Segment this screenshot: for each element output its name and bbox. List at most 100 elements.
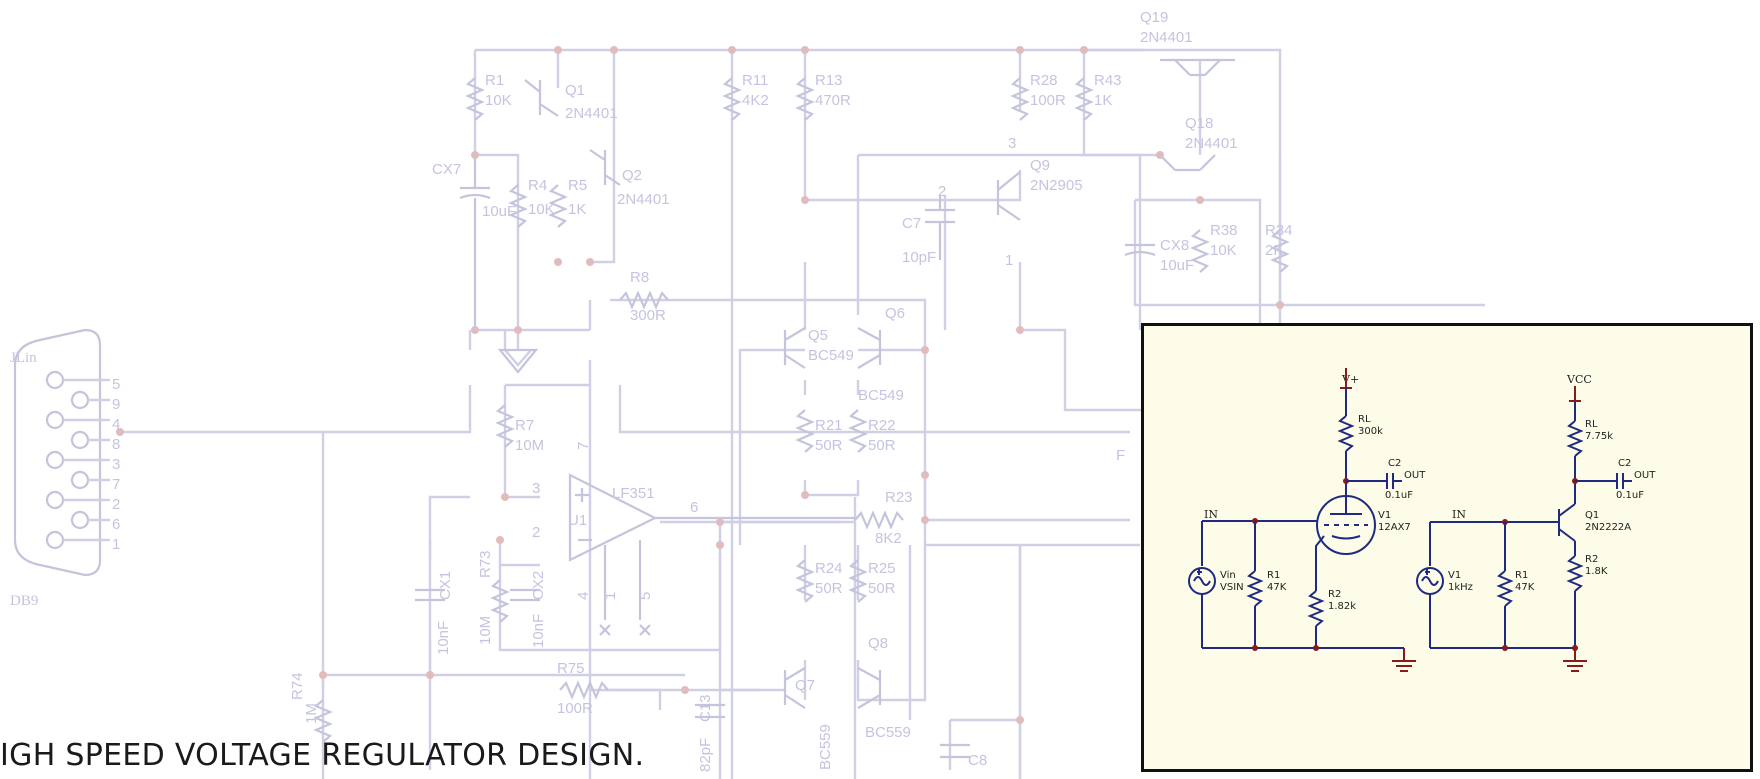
- value-label: 10K: [528, 201, 555, 218]
- pin-label: 3: [112, 456, 120, 473]
- ref-label: Q19: [1140, 9, 1168, 26]
- ref-label: Q8: [868, 635, 888, 652]
- schematic-junctions: [116, 46, 1284, 724]
- ref-label: R22: [868, 417, 896, 434]
- ref-label: C7: [902, 215, 921, 232]
- input-label: IN: [1452, 508, 1466, 521]
- schematic-transistors: [524, 58, 1235, 709]
- value-label: 1M: [303, 703, 320, 724]
- pin-number: 3: [1008, 135, 1016, 152]
- value-label: 0.1uF: [1616, 490, 1644, 501]
- ref-label: R11: [742, 72, 768, 89]
- value-label: 10nF: [435, 621, 452, 655]
- value-label: 10M: [477, 616, 494, 645]
- ref-label: R2: [1328, 589, 1341, 600]
- value-label: 10uF: [482, 203, 516, 220]
- connector-name: JLin: [10, 350, 37, 366]
- value-label: BC549: [808, 347, 854, 364]
- ref-label: R24: [815, 560, 843, 577]
- supply-label: V+: [1341, 373, 1359, 386]
- ref-label: R74: [289, 672, 306, 700]
- ref-label: Q5: [808, 327, 828, 344]
- value-label: 1.8K: [1585, 566, 1608, 577]
- value-label: 470R: [815, 92, 851, 109]
- value-label: 100R: [1030, 92, 1066, 109]
- ref-label: R21: [815, 417, 843, 434]
- ref-label: C2: [1618, 458, 1631, 469]
- value-label: 2N4401: [1140, 29, 1193, 46]
- value-label: 47K: [1515, 582, 1535, 593]
- value-label: 82pF: [697, 738, 714, 772]
- ref-label: Q9: [1030, 157, 1050, 174]
- value-label: 1.82k: [1328, 601, 1356, 612]
- pin-number: 2: [938, 183, 946, 200]
- ref-label: R13: [815, 72, 843, 89]
- pin-number: 3: [532, 480, 540, 497]
- ref-label: CX2: [530, 571, 547, 600]
- pin-number: 2: [532, 524, 540, 541]
- ref-label: R7: [515, 417, 534, 434]
- pin-label: 1: [112, 536, 120, 553]
- value-label: 2N4401: [565, 105, 618, 122]
- value-label: 10K: [1210, 242, 1237, 259]
- ref-label: Q1: [565, 82, 585, 99]
- pin-label: 2: [112, 496, 120, 513]
- value-label: 2N4401: [617, 191, 670, 208]
- ref-label: R5: [568, 177, 587, 194]
- ref-label: C13: [697, 694, 714, 722]
- value-label: 2N2905: [1030, 177, 1083, 194]
- value-label: 1K: [568, 201, 586, 218]
- ref-label: R38: [1210, 222, 1238, 239]
- pin-label: 4: [112, 416, 120, 433]
- ref-label: R43: [1094, 72, 1122, 89]
- value-label: 8K2: [875, 530, 902, 547]
- pin-label: 8: [112, 436, 120, 453]
- pin-number: 1: [1005, 252, 1013, 269]
- pin-number: 1: [602, 592, 619, 600]
- db9-connector: [13, 328, 110, 577]
- output-label: OUT: [1634, 470, 1656, 481]
- supply-label: VCC: [1566, 373, 1592, 386]
- schematic-ground: [497, 348, 539, 374]
- ref-label: R1: [1267, 570, 1280, 581]
- ref-label: CX1: [437, 571, 454, 600]
- schematic-capacitors: [415, 155, 1156, 759]
- ref-label: CX8: [1160, 237, 1189, 254]
- ref-label: RL: [1585, 419, 1598, 430]
- amplifier-comparison-panel: V+ RL 300k C2 0.1uF OUT V1 12AX7 IN: [1141, 323, 1753, 772]
- ref-label: RL: [1358, 414, 1371, 425]
- value-label: 10M: [515, 437, 544, 454]
- ref-label: R73: [477, 550, 494, 578]
- value-label: 50R: [815, 437, 843, 454]
- schematic-opamp: [568, 473, 855, 636]
- ref-label: R25: [868, 560, 896, 577]
- value-label: 7.75k: [1585, 431, 1613, 442]
- ref-label: R34: [1265, 222, 1293, 239]
- ref-label: R23: [885, 489, 913, 506]
- value-label: VSIN: [1220, 582, 1244, 593]
- connector-type: DB9: [10, 593, 38, 609]
- ref-label: Q7: [795, 677, 815, 694]
- value-label: 4K2: [742, 92, 769, 109]
- value-label: 10pF: [902, 249, 936, 266]
- value-label: 10K: [485, 92, 512, 109]
- ref-label: V1: [1448, 570, 1461, 581]
- pin-label: 9: [112, 396, 120, 413]
- amplifier-schematics: V+ RL 300k C2 0.1uF OUT V1 12AX7 IN: [1188, 368, 1656, 672]
- schematic-resistors: [313, 77, 1290, 743]
- ref-label: CX7: [432, 161, 461, 178]
- value-label: 10nF: [530, 614, 547, 648]
- input-label: IN: [1204, 508, 1218, 521]
- pin-label: 5: [112, 376, 120, 393]
- ref-label: Q1: [1585, 510, 1599, 521]
- schematic-labels: JLin DB9 5 9 4 8 3 7 2 6 1 R1 10K Q1 2N4…: [10, 9, 1293, 772]
- ref-label: Q2: [622, 167, 642, 184]
- pin-number: 7: [575, 442, 592, 450]
- value-label: 2K: [1265, 242, 1283, 259]
- ref-label: C8: [968, 752, 987, 769]
- ref-label: V1: [1378, 510, 1391, 521]
- value-label: 2N2222A: [1585, 522, 1631, 533]
- value-label: 1K: [1094, 92, 1112, 109]
- output-label: OUT: [1404, 470, 1426, 481]
